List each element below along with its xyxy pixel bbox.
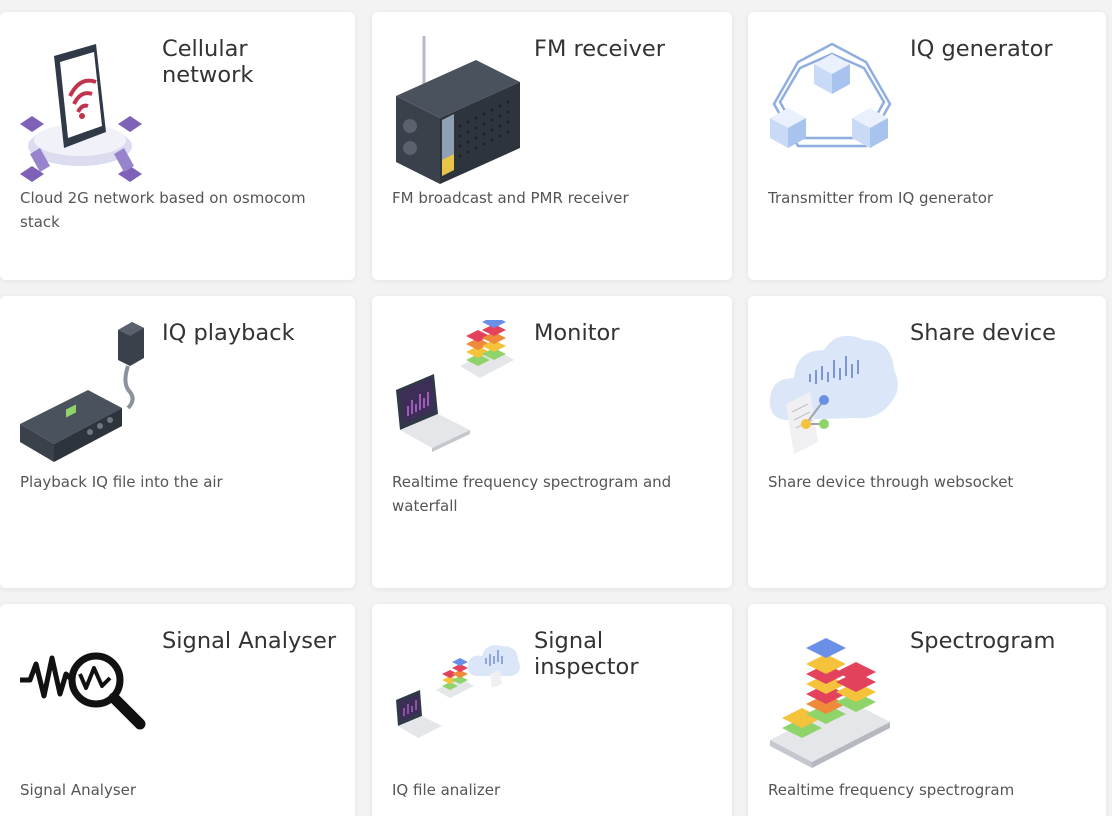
card-description: Realtime frequency spectrogram and water… [392,473,672,515]
signal-magnifier-icon [18,628,158,778]
radio-transmitter-icon [18,320,158,470]
cloud-share-icon [766,320,906,470]
card-description: Transmitter from IQ generator [768,189,994,207]
card-signal-inspector[interactable]: Signal inspector IQ file analizer [372,604,732,816]
card-title: Signal inspector [534,628,639,680]
cellular-phone-icon [18,36,158,186]
card-signal-analyser[interactable]: Signal Analyser Signal Analyser [0,604,355,816]
card-title: Monitor [534,320,620,346]
card-title: IQ playback [162,320,295,346]
card-description: FM broadcast and PMR receiver [392,189,629,207]
card-title: Spectrogram [910,628,1056,654]
card-monitor[interactable]: Monitor Realtime frequency spectrogram a… [372,296,732,588]
card-description: Share device through websocket [768,473,1014,491]
card-title: FM receiver [534,36,665,62]
card-description: Signal Analyser [20,781,137,799]
card-fm-receiver[interactable]: FM receiver FM broadcast and PMR receive… [372,12,732,280]
card-description: Realtime frequency spectrogram [768,781,1015,799]
laptop-cloud-icon [390,628,530,778]
card-title: IQ generator [910,36,1053,62]
card-description: IQ file analizer [392,781,501,799]
laptop-spectrum-icon [390,320,530,470]
card-spectrogram[interactable]: Spectrogram Realtime frequency spectrogr… [748,604,1106,816]
card-iq-generator[interactable]: IQ generator Transmitter from IQ generat… [748,12,1106,280]
card-title: Share device [910,320,1056,346]
radio-receiver-icon [390,36,530,186]
card-description: Cloud 2G network based on osmocom stack [20,189,306,231]
card-title: Cellular network [162,36,254,88]
card-description: Playback IQ file into the air [20,473,223,491]
stacked-blocks-icon [766,628,906,778]
card-cellular-network[interactable]: Cellular network Cloud 2G network based … [0,12,355,280]
cube-network-icon [766,36,906,186]
card-iq-playback[interactable]: IQ playback Playback IQ file into the ai… [0,296,355,588]
card-title: Signal Analyser [162,628,337,654]
card-share-device[interactable]: Share device Share device through websoc… [748,296,1106,588]
